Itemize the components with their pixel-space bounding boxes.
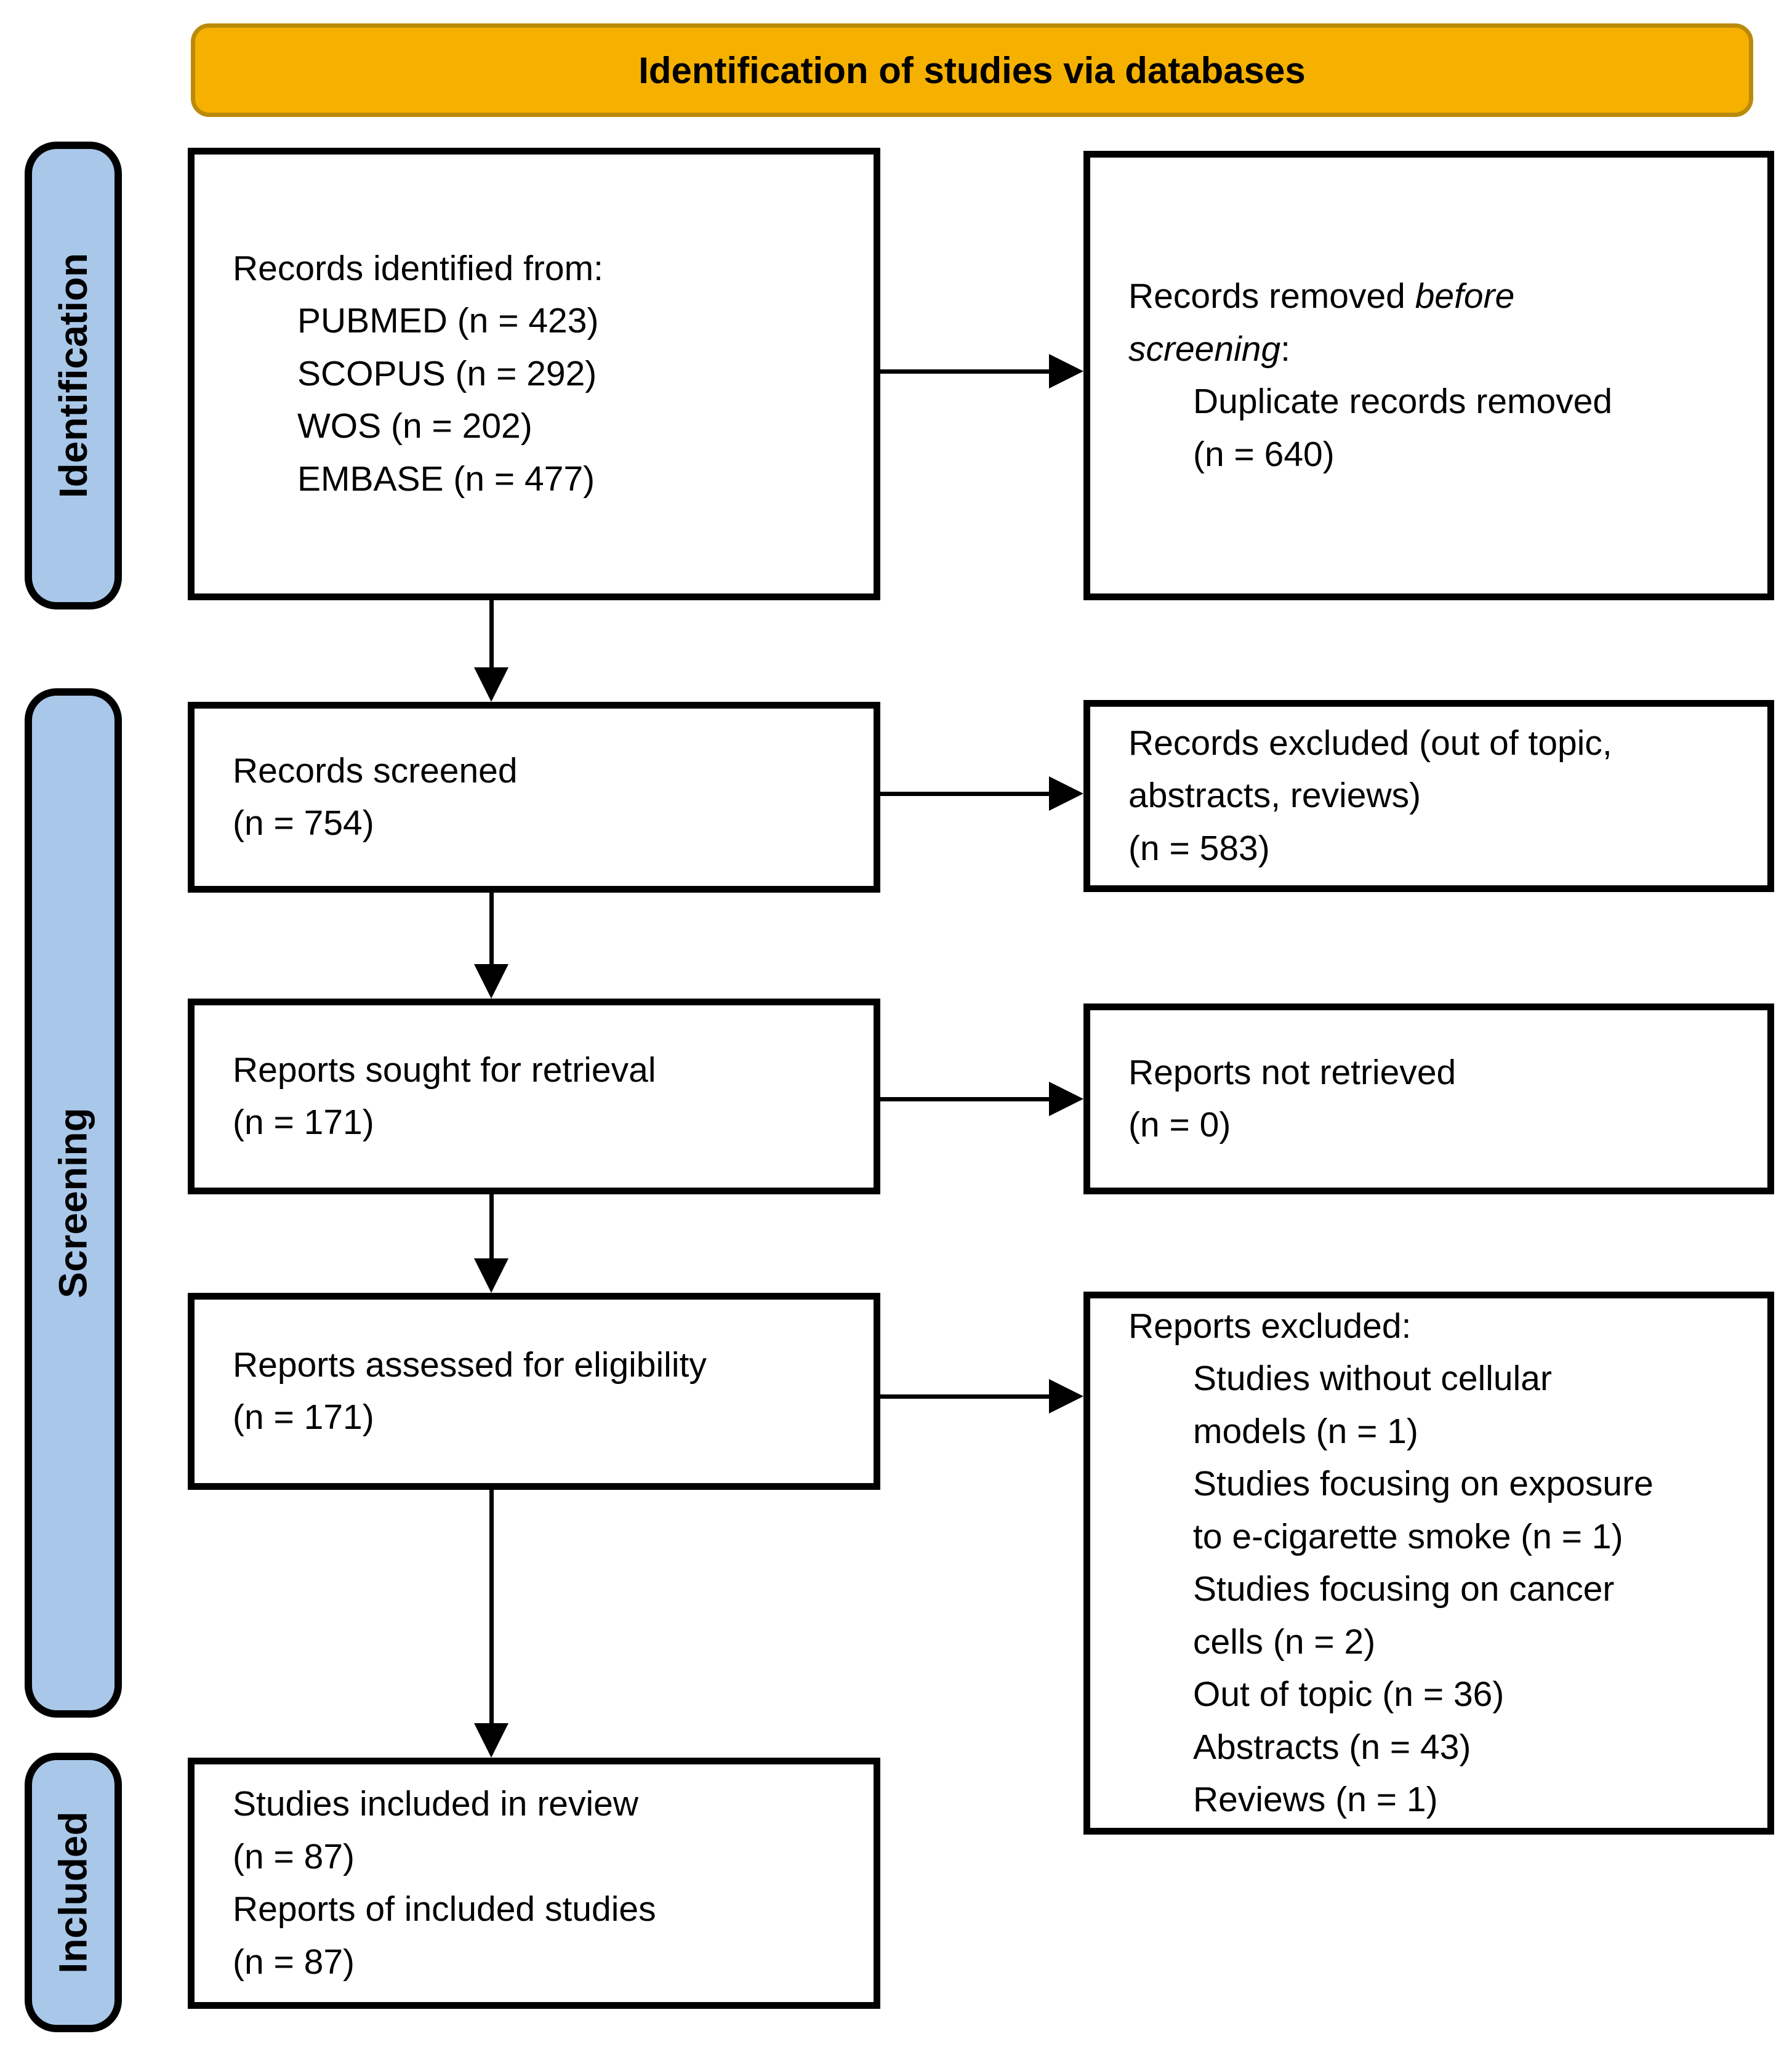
records-identified-item-embase: EMBASE (n = 477): [297, 459, 595, 499]
box-records-identified: Records identified from: PUBMED (n = 423…: [188, 148, 880, 600]
records-identified-title: Records identified from:: [233, 248, 603, 288]
stage-bar-screening: Screening: [25, 688, 122, 1718]
stage-label-included: Included: [51, 1811, 95, 1974]
arrowhead-right-icon: [1049, 354, 1083, 388]
reports-excluded-item-out-of-topic: Out of topic (n = 36): [1193, 1675, 1505, 1714]
box-reports-not-retrieved: Reports not retrieved (n = 0): [1083, 1003, 1774, 1194]
records-removed-title-prefix: Records removed: [1128, 276, 1415, 316]
reports-excluded-item-abstracts: Abstracts (n = 43): [1193, 1727, 1471, 1767]
arrowhead-right-icon: [1049, 776, 1083, 811]
reports-excluded-title: Reports excluded:: [1128, 1306, 1412, 1346]
connector-identified-to-removed: [880, 369, 1051, 374]
connector-sought-to-assessed: [489, 1194, 494, 1262]
arrowhead-down-icon: [474, 964, 508, 999]
connector-identified-to-screened: [489, 600, 494, 672]
reports-not-retrieved-text: Reports not retrieved (n = 0): [1128, 1052, 1457, 1145]
arrowhead-down-icon: [474, 1723, 508, 1758]
box-reports-assessed: Reports assessed for eligibility (n = 17…: [188, 1293, 880, 1490]
box-studies-included: Studies included in review (n = 87) Repo…: [188, 1758, 880, 2009]
records-removed-title-emphasis: before screening: [1128, 276, 1515, 369]
connector-assessed-to-included: [489, 1490, 494, 1727]
connector-sought-to-not-retrieved: [880, 1097, 1051, 1101]
connector-assessed-to-reports-excluded: [880, 1394, 1051, 1399]
records-identified-item-scopus: SCOPUS (n = 292): [297, 353, 597, 393]
box-records-screened: Records screened (n = 754): [188, 702, 880, 893]
reports-sought-text: Reports sought for retrieval (n = 171): [233, 1050, 656, 1143]
reports-assessed-text: Reports assessed for eligibility (n = 17…: [233, 1345, 707, 1438]
banner-identification-via-databases: Identification of studies via databases: [191, 23, 1753, 117]
records-identified-item-pubmed: PUBMED (n = 423): [297, 301, 599, 341]
stage-label-screening: Screening: [51, 1108, 95, 1298]
box-reports-excluded: Reports excluded: Studies without cellul…: [1083, 1292, 1774, 1835]
records-removed-item-duplicates: Duplicate records removed (n = 640): [1193, 382, 1613, 474]
box-records-removed-before-screening: Records removed before screening: Duplic…: [1083, 151, 1774, 600]
arrowhead-right-icon: [1049, 1082, 1083, 1116]
arrowhead-right-icon: [1049, 1379, 1083, 1414]
records-excluded-text: Records excluded (out of topic, abstract…: [1128, 723, 1612, 868]
reports-excluded-item-reviews: Reviews (n = 1): [1193, 1780, 1438, 1819]
banner-title: Identification of studies via databases: [638, 49, 1306, 91]
connector-screened-to-excluded: [880, 792, 1051, 796]
stage-label-identification: Identification: [51, 252, 95, 499]
reports-excluded-item-cellular-models: Studies without cellular models (n = 1): [1193, 1359, 1552, 1451]
reports-excluded-item-ecigarette: Studies focusing on exposure to e-cigare…: [1193, 1464, 1653, 1556]
stage-bar-identification: Identification: [25, 142, 122, 609]
arrowhead-down-icon: [474, 667, 508, 702]
box-records-excluded: Records excluded (out of topic, abstract…: [1083, 700, 1774, 892]
records-screened-text: Records screened (n = 754): [233, 750, 518, 843]
records-removed-title: Records removed before screening:: [1128, 270, 1743, 376]
stage-bar-included: Included: [25, 1753, 122, 2032]
arrowhead-down-icon: [474, 1258, 508, 1293]
connector-screened-to-sought: [489, 893, 494, 968]
records-removed-title-suffix: :: [1280, 329, 1290, 369]
records-identified-item-wos: WOS (n = 202): [297, 406, 532, 446]
box-reports-sought: Reports sought for retrieval (n = 171): [188, 999, 880, 1194]
reports-excluded-item-cancer-cells: Studies focusing on cancer cells (n = 2): [1193, 1569, 1615, 1662]
studies-included-text: Studies included in review (n = 87) Repo…: [233, 1784, 656, 1982]
